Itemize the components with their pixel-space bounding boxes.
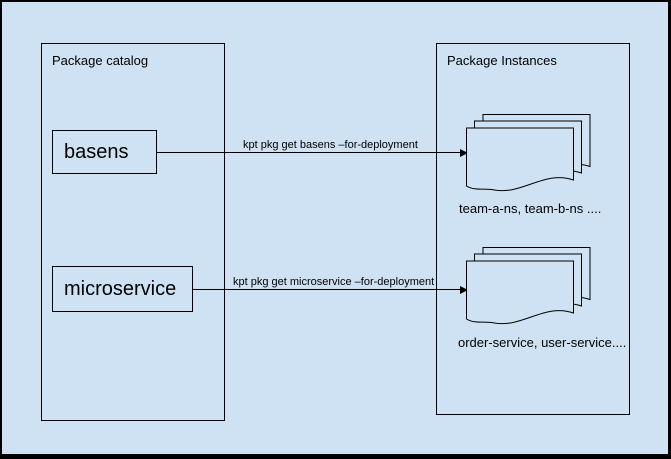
- arrow-basens-connector: [156, 152, 462, 153]
- package-node-microservice: microservice: [52, 266, 193, 312]
- package-catalog-title: Package catalog: [52, 53, 149, 68]
- arrowhead-icon: [460, 286, 468, 294]
- package-node-label: microservice: [64, 277, 177, 300]
- package-catalog-panel: Package catalog basens microservice: [41, 43, 225, 421]
- stack-caption: team-a-ns, team-b-ns ....: [459, 201, 602, 216]
- document-stack-icon: [466, 247, 591, 325]
- arrow-basens-command-label: kpt pkg get basens –for-deployment: [243, 139, 418, 151]
- arrow-microservice-connector: [192, 289, 462, 290]
- arrowhead-icon: [460, 149, 468, 157]
- package-node-basens: basens: [52, 130, 157, 174]
- document-stack-icon: [466, 114, 591, 192]
- arrow-microservice-command-label: kpt pkg get microservice –for-deployment: [233, 276, 435, 288]
- package-node-label: basens: [64, 140, 129, 163]
- package-instances-panel: Package Instances: [436, 43, 630, 415]
- stack-caption: order-service, user-service....: [458, 335, 627, 350]
- package-instances-title: Package Instances: [447, 53, 557, 68]
